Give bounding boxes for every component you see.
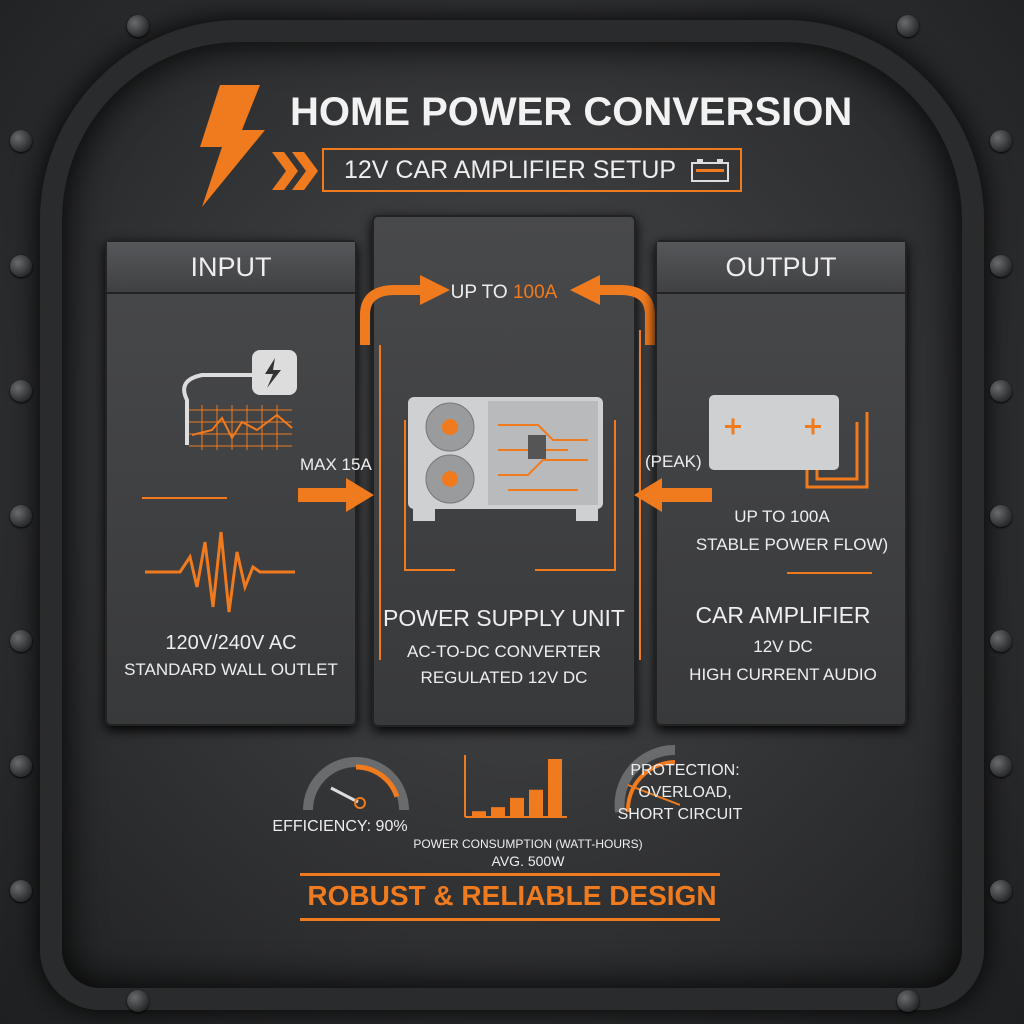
efficiency-gauge bbox=[303, 757, 409, 811]
bar-4 bbox=[548, 759, 562, 817]
waveform-icon bbox=[145, 531, 295, 613]
rivet bbox=[10, 255, 32, 277]
rivet bbox=[897, 990, 919, 1012]
psu-title: POWER SUPPLY UNIT bbox=[383, 605, 625, 631]
divider bbox=[300, 873, 720, 876]
power-plug-icon bbox=[182, 350, 297, 450]
protection-overload: OVERLOAD, bbox=[638, 784, 732, 801]
battery-icon bbox=[691, 159, 730, 182]
bar-2 bbox=[510, 797, 524, 817]
rivet bbox=[990, 130, 1012, 152]
rivet bbox=[10, 505, 32, 527]
rivet bbox=[990, 880, 1012, 902]
rivet bbox=[127, 15, 149, 37]
divider bbox=[300, 918, 720, 921]
arrow-right-icon bbox=[298, 478, 374, 512]
psu-type: AC-TO-DC CONVERTER bbox=[407, 642, 601, 661]
protection-title: PROTECTION: bbox=[630, 762, 740, 779]
rivet bbox=[10, 130, 32, 152]
input-heading: INPUT bbox=[107, 242, 355, 294]
output-flow: STABLE POWER FLOW) bbox=[695, 535, 889, 554]
lightning-bolt-icon bbox=[200, 85, 265, 207]
power-supply-unit-icon bbox=[408, 397, 603, 521]
output-current: UP TO 100A bbox=[734, 507, 830, 526]
chevron-double-right-icon bbox=[272, 152, 318, 190]
divider bbox=[142, 497, 227, 499]
input-current-label: MAX 15A bbox=[300, 455, 372, 474]
page-title: HOME POWER CONVERSION bbox=[290, 90, 853, 134]
subtitle: 12V CAR AMPLIFIER SETUP bbox=[344, 155, 677, 184]
rivet bbox=[10, 880, 32, 902]
consumption-average: AVG. 500W bbox=[491, 853, 565, 869]
rivet bbox=[990, 755, 1012, 777]
tagline: ROBUST & RELIABLE DESIGN bbox=[307, 880, 717, 911]
rivet bbox=[990, 630, 1012, 652]
bar-0 bbox=[472, 811, 486, 817]
arrow-left-icon bbox=[634, 478, 712, 512]
consumption-label: POWER CONSUMPTION (WATT-HOURS) bbox=[413, 837, 643, 851]
rivet bbox=[10, 380, 32, 402]
subtitle-box: 12V CAR AMPLIFIER SETUP bbox=[322, 148, 742, 192]
input-source: STANDARD WALL OUTLET bbox=[124, 660, 338, 679]
rivet bbox=[10, 755, 32, 777]
consumption-bar-chart bbox=[464, 755, 567, 818]
rivet bbox=[990, 505, 1012, 527]
output-panel: OUTPUT UP TO 100A STABLE POWER FLOW) CAR… bbox=[655, 240, 907, 726]
protection-short-circuit: SHORT CIRCUIT bbox=[617, 806, 743, 823]
bar-3 bbox=[529, 789, 543, 817]
output-use: HIGH CURRENT AUDIO bbox=[689, 665, 877, 684]
input-panel: INPUT 120V/240V AC STANDARD WALL OUTLET bbox=[105, 240, 357, 726]
efficiency-arc bbox=[355, 764, 400, 798]
battery-icon bbox=[709, 395, 869, 489]
output-voltage: 12V DC bbox=[753, 637, 813, 656]
protection-gauge bbox=[614, 744, 680, 813]
input-voltage: 120V/240V AC bbox=[165, 632, 297, 654]
rivet bbox=[897, 15, 919, 37]
output-title: CAR AMPLIFIER bbox=[695, 602, 871, 628]
rivet bbox=[990, 380, 1012, 402]
efficiency-label: EFFICIENCY: 90% bbox=[272, 818, 408, 835]
rivet bbox=[990, 255, 1012, 277]
bar-1 bbox=[491, 807, 505, 817]
rivet bbox=[10, 630, 32, 652]
max-current-label: UP TO 100A bbox=[450, 282, 558, 303]
output-heading: OUTPUT bbox=[657, 242, 905, 294]
divider bbox=[787, 572, 872, 574]
peak-label: (PEAK) bbox=[645, 452, 702, 471]
metal-frame bbox=[40, 20, 984, 1010]
rivet bbox=[127, 990, 149, 1012]
psu-output: REGULATED 12V DC bbox=[420, 668, 588, 687]
